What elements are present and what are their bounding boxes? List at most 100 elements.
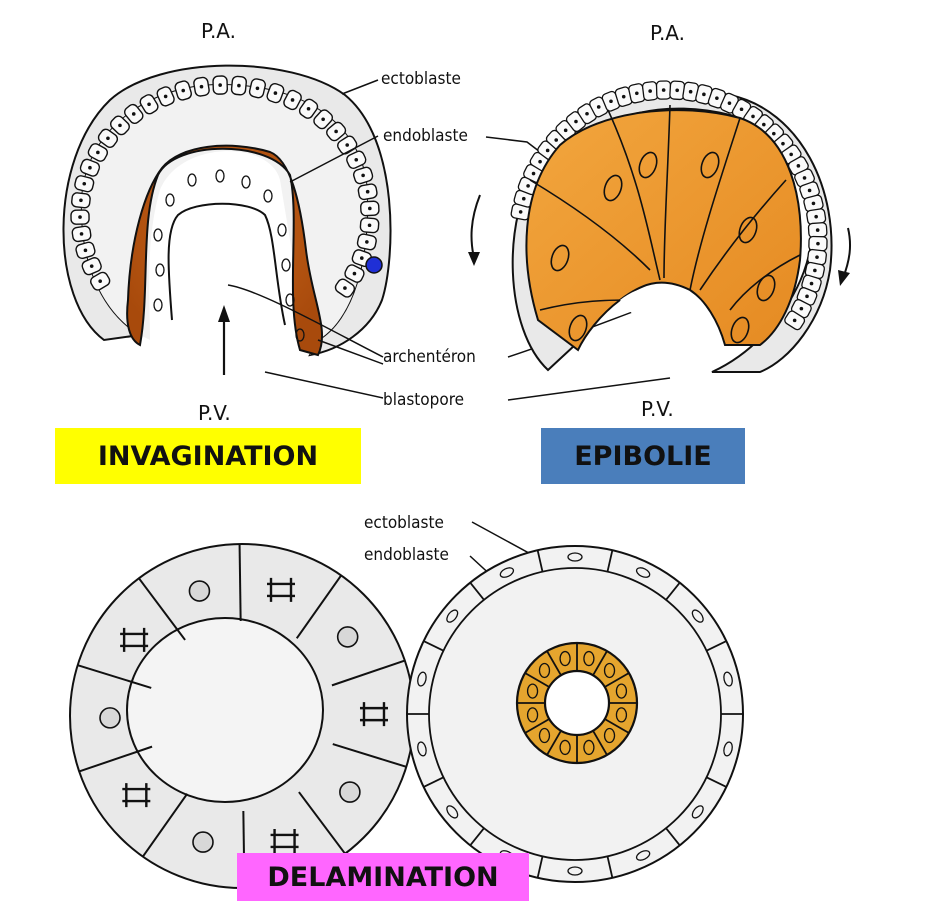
cell-nucleus — [813, 269, 817, 273]
cell-nucleus — [808, 189, 812, 193]
pa-label-left: P.A. — [201, 19, 236, 43]
epibolie-banner: EPIBOLIE — [541, 428, 745, 484]
invagination-embryo — [63, 66, 390, 375]
epibolie-embryo — [468, 81, 850, 372]
cell-nucleus — [353, 272, 357, 276]
cell-nucleus — [585, 112, 589, 116]
cell-nucleus — [354, 158, 358, 162]
pv-label-right: P.V. — [641, 397, 674, 421]
invagination-endoderm-nuclei — [154, 170, 304, 341]
endoderm-nucleus — [216, 170, 224, 182]
delamination-banner: DELAMINATION — [237, 853, 529, 901]
cell-nucleus — [200, 85, 204, 89]
cell-nucleus — [519, 210, 523, 214]
cell-nucleus — [132, 112, 136, 116]
cell-nucleus — [368, 207, 372, 211]
cell-nucleus — [365, 240, 369, 244]
cell-nucleus — [622, 95, 626, 99]
nucleus — [193, 832, 213, 852]
cell-nucleus — [635, 91, 639, 95]
cell-nucleus — [522, 197, 526, 201]
cell-nucleus — [526, 184, 530, 188]
cell-nucleus — [78, 215, 82, 219]
cell-nucleus — [740, 107, 744, 111]
ectoblaste-label-bottom: ectoblaste — [364, 513, 444, 533]
cell-nucleus — [82, 182, 86, 186]
cell-nucleus — [781, 142, 785, 146]
nucleus — [189, 581, 209, 601]
delamination-blastula-right — [407, 546, 743, 882]
cell-nucleus — [532, 172, 536, 176]
cell-nucleus — [662, 88, 666, 92]
right-arrow-head — [838, 270, 850, 286]
cell-nucleus — [88, 166, 92, 170]
cell-nucleus — [147, 102, 151, 106]
cell-nucleus — [361, 174, 365, 178]
cell-nucleus — [79, 199, 83, 203]
cell-nucleus — [90, 264, 94, 268]
endoderm-nucleus — [282, 259, 290, 271]
cell-nucleus — [321, 118, 325, 122]
cell-nucleus — [360, 256, 364, 260]
endoderm-nucleus — [154, 229, 162, 241]
cell-nucleus — [218, 83, 222, 87]
cell-nucleus — [118, 124, 122, 128]
cell-nucleus — [345, 143, 349, 147]
endoderm-nucleus — [188, 174, 196, 186]
cell-nucleus — [307, 107, 311, 111]
cell-nucleus — [274, 91, 278, 95]
cell-nucleus — [762, 123, 766, 127]
cell-wall — [240, 544, 241, 621]
cell-nucleus — [728, 101, 732, 105]
endoderm-nucleus — [166, 194, 174, 206]
cell-nucleus — [815, 255, 819, 259]
nucleus — [338, 627, 358, 647]
delamination-blastula-left — [70, 544, 414, 888]
invagination-archenteron-lining — [169, 204, 285, 325]
cell-nucleus — [789, 153, 793, 157]
cell-nucleus — [702, 93, 706, 97]
cell-nucleus — [816, 242, 820, 246]
cell-nucleus — [343, 286, 347, 290]
cell-nucleus — [96, 151, 100, 155]
cell-nucleus — [291, 98, 295, 102]
pa-label-right: P.A. — [650, 21, 685, 45]
cell-nucleus — [80, 232, 84, 236]
blastopore-label: blastopore — [383, 390, 464, 410]
cell-nucleus — [772, 132, 776, 136]
cell-nucleus — [751, 115, 755, 119]
cell-nucleus — [814, 215, 818, 219]
cell-nucleus — [84, 249, 88, 253]
cell-nucleus — [106, 136, 110, 140]
cell-nucleus — [366, 190, 370, 194]
cell-nucleus — [574, 120, 578, 124]
cell-nucleus — [256, 86, 260, 90]
cell-nucleus — [689, 90, 693, 94]
cell-nucleus — [715, 96, 719, 100]
cell-nucleus — [334, 130, 338, 134]
endoblaste-label-bottom: endoblaste — [364, 545, 449, 565]
cell-nucleus — [648, 89, 652, 93]
cell-nucleus — [805, 295, 809, 299]
cell-nucleus — [816, 228, 820, 232]
cell-nucleus — [538, 160, 542, 164]
endoderm-nucleus — [278, 224, 286, 236]
cell-nucleus — [609, 99, 613, 103]
cell-nucleus — [164, 95, 168, 99]
invagination-banner: INVAGINATION — [55, 428, 361, 484]
cell-nucleus — [554, 138, 558, 142]
archenteron-label: archentéron — [383, 347, 476, 367]
cell-nucleus — [797, 164, 801, 168]
cell-nucleus — [812, 202, 816, 206]
cell-nucleus — [803, 176, 807, 180]
cell-nucleus — [237, 84, 241, 88]
cell-nucleus — [98, 279, 102, 283]
cell-nucleus — [675, 88, 679, 92]
endoderm-nucleus — [242, 176, 250, 188]
cell-nucleus — [368, 223, 372, 227]
cell-nucleus — [181, 89, 185, 93]
cell-nucleus — [564, 129, 568, 133]
pv-arrow-head — [218, 305, 230, 322]
nucleus — [340, 782, 360, 802]
endoderm-nucleus — [264, 190, 272, 202]
